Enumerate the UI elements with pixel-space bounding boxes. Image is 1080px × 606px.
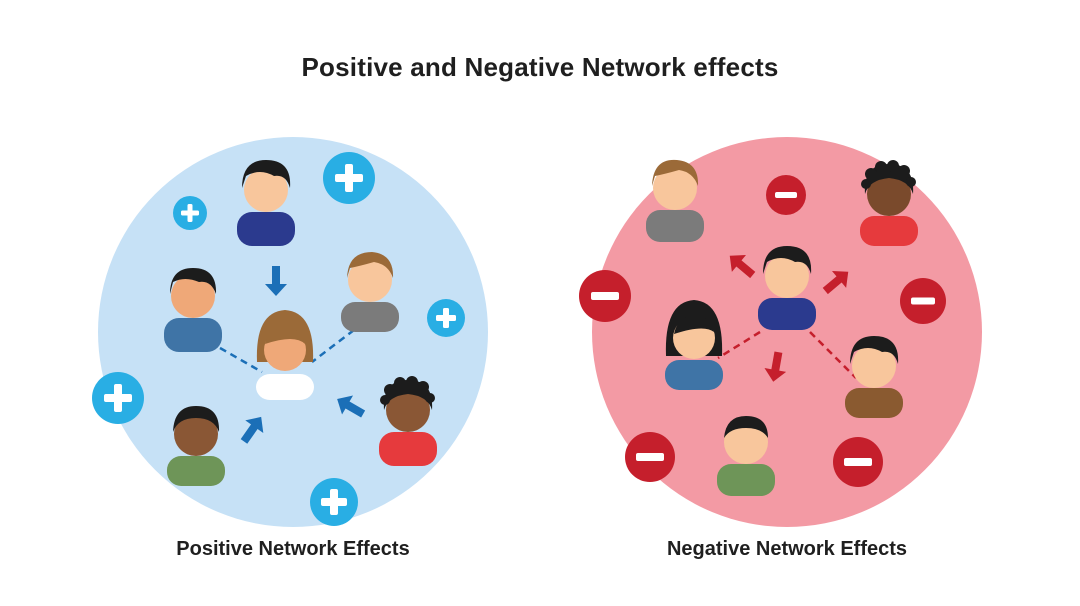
person-avatar-center xyxy=(758,246,816,330)
person-avatar xyxy=(164,268,222,352)
person-avatar xyxy=(379,376,437,466)
diagram-title: Positive and Negative Network effects xyxy=(301,52,779,82)
negative-panel xyxy=(579,137,982,527)
plus-icon xyxy=(92,372,144,424)
person-avatar xyxy=(646,159,704,242)
negative-dashed-link xyxy=(809,331,857,379)
negative-caption: Negative Network Effects xyxy=(666,538,908,560)
minus-icon xyxy=(900,278,946,324)
person-avatar xyxy=(167,406,225,486)
person-avatar xyxy=(665,300,723,390)
positive-panel xyxy=(92,137,488,527)
person-avatar xyxy=(717,416,775,496)
person-avatar xyxy=(237,160,295,246)
positive-dashed-link xyxy=(219,346,263,374)
person-avatar-center xyxy=(256,310,314,400)
minus-icon xyxy=(579,270,631,322)
person-avatar xyxy=(860,160,918,246)
plus-icon xyxy=(173,196,207,230)
positive-dashed-link xyxy=(311,329,355,363)
plus-icon xyxy=(427,299,465,337)
person-avatar xyxy=(341,252,399,332)
plus-icon xyxy=(310,478,358,526)
negative-dashed-link xyxy=(717,330,761,360)
person-avatar xyxy=(845,336,903,418)
positive-caption: Positive Network Effects xyxy=(176,538,410,560)
minus-icon xyxy=(833,437,883,487)
plus-icon xyxy=(323,152,375,204)
minus-icon xyxy=(766,175,806,215)
minus-icon xyxy=(625,432,675,482)
